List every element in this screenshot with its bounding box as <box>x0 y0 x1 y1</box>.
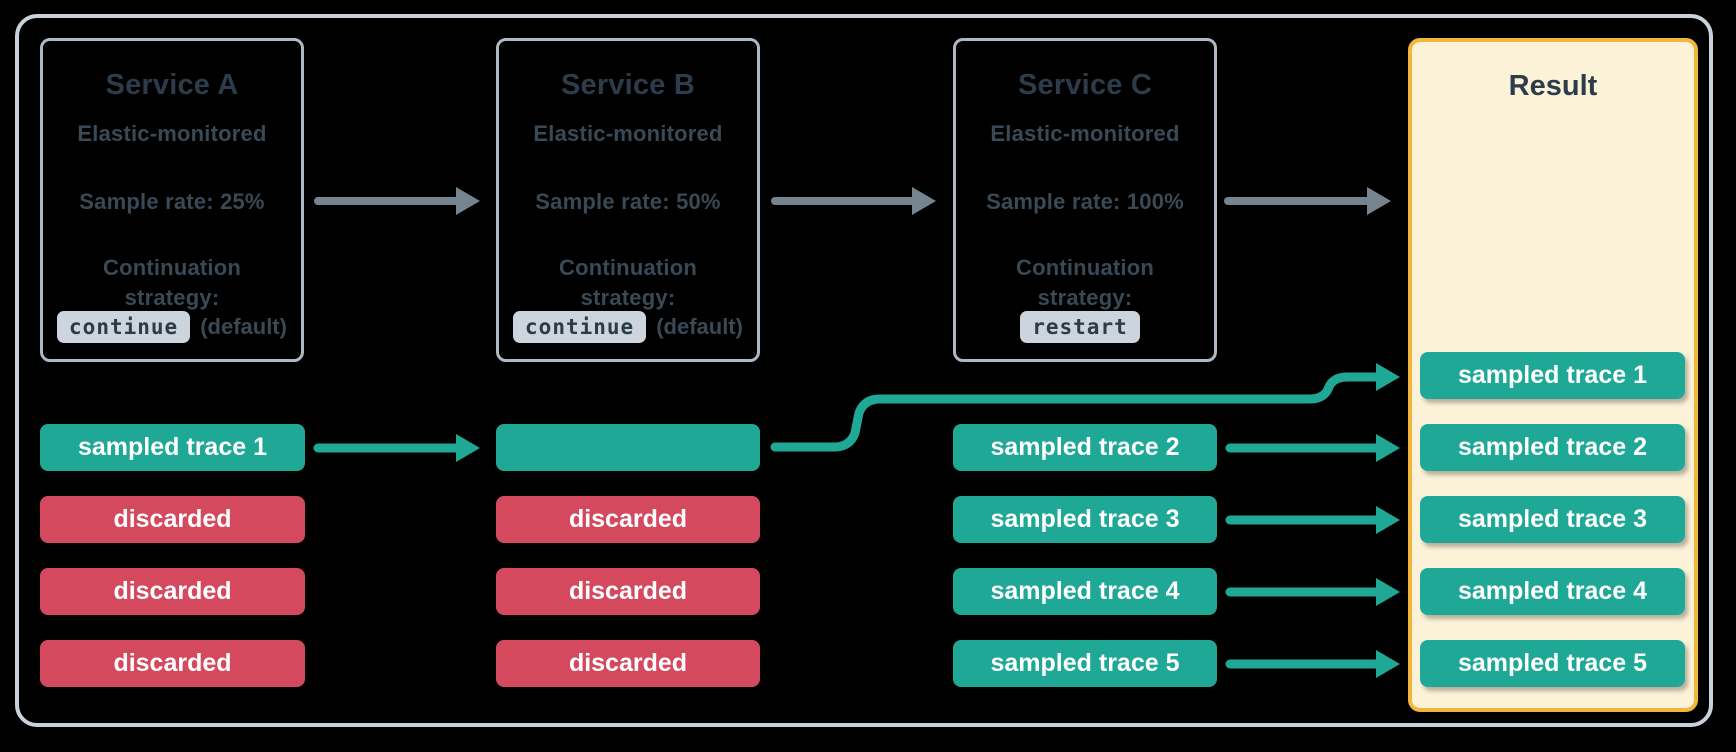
result-title: Result <box>1508 70 1598 102</box>
service-b-strategy-chip: continue <box>513 311 647 343</box>
service-c-sample-rate: Sample rate: 100% <box>986 189 1184 214</box>
trace-box-a-discarded-2: discarded <box>40 568 305 615</box>
trace-box-c-sampled-4: sampled trace 4 <box>953 568 1217 615</box>
service-b-strategy-label-line2: strategy: <box>580 285 676 310</box>
service-a-sample-rate: Sample rate: 25% <box>79 189 265 214</box>
trace-box-c-sampled-3: sampled trace 3 <box>953 496 1217 543</box>
service-b-monitoring: Elastic-monitored <box>533 121 723 146</box>
trace-box-c-sampled-2: sampled trace 2 <box>953 424 1217 471</box>
service-b-sample-rate: Sample rate: 50% <box>535 189 721 214</box>
trace-box-b-sampled-unlabeled <box>496 424 760 471</box>
service-a-card: Service A Elastic-monitored Sample rate:… <box>40 38 304 362</box>
service-a-strategy-row: continue (default) <box>43 311 301 343</box>
trace-box-a-discarded-1: discarded <box>40 496 305 543</box>
trace-box-b-discarded-3: discarded <box>496 640 760 687</box>
result-trace-2: sampled trace 2 <box>1420 424 1685 471</box>
service-a-strategy-label-line2: strategy: <box>124 285 220 310</box>
service-a-strategy-label-line1: Continuation <box>102 255 242 280</box>
service-c-strategy-label-line2: strategy: <box>1037 285 1133 310</box>
service-a-title: Service A <box>105 69 239 101</box>
service-a-monitoring: Elastic-monitored <box>77 121 267 146</box>
service-c-monitoring: Elastic-monitored <box>990 121 1180 146</box>
trace-box-a-discarded-3: discarded <box>40 640 305 687</box>
result-trace-5: sampled trace 5 <box>1420 640 1685 687</box>
trace-box-b-discarded-1: discarded <box>496 496 760 543</box>
service-a-strategy-chip: continue <box>57 311 191 343</box>
service-c-strategy-chip: restart <box>1020 311 1140 343</box>
trace-box-b-discarded-2: discarded <box>496 568 760 615</box>
service-b-card: Service B Elastic-monitored Sample rate:… <box>496 38 760 362</box>
service-c-strategy-label-line1: Continuation <box>1015 255 1155 280</box>
service-b-strategy-row: continue (default) <box>499 311 757 343</box>
service-c-card: Service C Elastic-monitored Sample rate:… <box>953 38 1217 362</box>
service-c-title: Service C <box>1018 69 1152 101</box>
service-a-strategy-suffix: (default) <box>200 314 287 339</box>
diagram-outer-frame <box>15 14 1713 727</box>
trace-box-a-sampled-1: sampled trace 1 <box>40 424 305 471</box>
trace-box-c-sampled-5: sampled trace 5 <box>953 640 1217 687</box>
service-b-title: Service B <box>561 69 695 101</box>
service-b-strategy-suffix: (default) <box>656 314 743 339</box>
result-trace-1: sampled trace 1 <box>1420 352 1685 399</box>
service-b-strategy-label-line1: Continuation <box>558 255 698 280</box>
result-trace-4: sampled trace 4 <box>1420 568 1685 615</box>
result-trace-3: sampled trace 3 <box>1420 496 1685 543</box>
service-c-strategy-row: restart <box>956 311 1214 343</box>
